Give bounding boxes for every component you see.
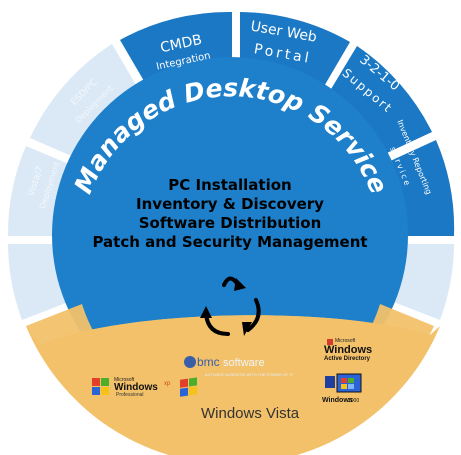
- svg-text:xp: xp: [164, 381, 171, 387]
- core-line-4: Patch and Security Management: [92, 233, 367, 251]
- svg-text:Windows: Windows: [324, 344, 372, 356]
- core-line-1: PC Installation: [168, 176, 291, 194]
- core-line-2: Inventory & Discovery: [136, 195, 324, 213]
- svg-text:Active Directory: Active Directory: [324, 356, 371, 362]
- core-services: PC Installation Inventory & Discovery So…: [92, 176, 367, 251]
- bmc-logo: bmc software ACTIVATE BUSINESS WITH THE …: [184, 355, 294, 377]
- windows-vista-logo: Windows Vista: [180, 377, 300, 422]
- svg-text:bmc: bmc: [197, 355, 220, 369]
- svg-text:Microsoft: Microsoft: [335, 338, 356, 344]
- svg-text:software: software: [223, 357, 265, 369]
- segment-support[interactable]: [322, 46, 432, 160]
- svg-text:Windows Vista: Windows Vista: [201, 405, 300, 422]
- svg-text:2000: 2000: [348, 398, 359, 404]
- segment-esd-deployment: [30, 44, 146, 165]
- windows-active-directory-logo: Microsoft Windows Active Directory: [324, 338, 372, 362]
- svg-text:Professional: Professional: [116, 392, 144, 398]
- svg-text:Windows: Windows: [114, 382, 158, 393]
- svg-text:Microsoft: Microsoft: [114, 377, 135, 383]
- svg-text:ACTIVATE BUSINESS WITH THE POW: ACTIVATE BUSINESS WITH THE POWER OF IT: [205, 372, 294, 377]
- svg-text:Windows: Windows: [322, 397, 353, 404]
- core-line-3: Software Distribution: [139, 214, 322, 232]
- windows-xp-logo: Microsoft Windows xp Professional: [92, 377, 171, 398]
- windows-2000-logo: Windows 2000: [322, 373, 362, 404]
- recycle-arrows-icon: [200, 276, 261, 336]
